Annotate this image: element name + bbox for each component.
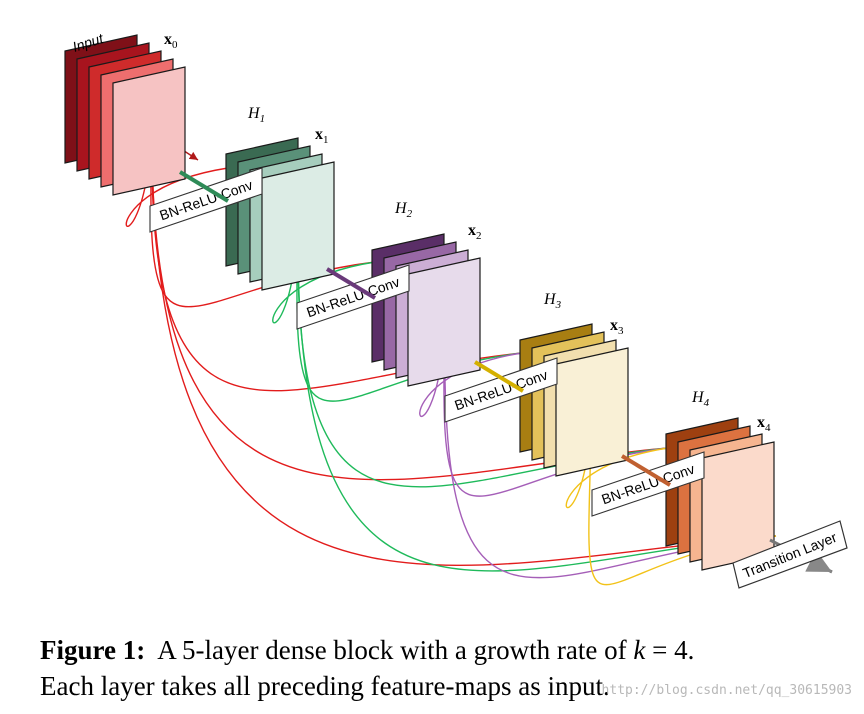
- feature-map-sheet: [112, 66, 186, 196]
- conv-output-arrow: [620, 454, 672, 487]
- caption-text: A 5-layer dense block with a growth rate…: [157, 635, 627, 665]
- conv-output-arrow: [178, 170, 230, 203]
- x2-label: x2: [468, 222, 482, 242]
- figure-number: Figure 1:: [40, 635, 146, 665]
- h3-label: H3: [543, 291, 562, 311]
- x0-label: x0: [164, 31, 178, 51]
- caption-line-1: Figure 1: A 5-layer dense block with a g…: [40, 635, 694, 665]
- feature-map-stack-1: [225, 137, 335, 291]
- caption-line-2: Each layer takes all preceding feature-m…: [40, 671, 610, 701]
- feature-map-stack-3: [519, 323, 629, 477]
- growth-rate-symbol: k: [633, 635, 646, 665]
- layer-labels: Input x0 H1 x1 H2 x2 H3 x3 H4 x4: [71, 30, 771, 434]
- dense-connection-curve: [297, 227, 777, 572]
- x4-label: x4: [757, 414, 771, 434]
- feature-map-stack-4: [665, 417, 775, 571]
- feature-map-sheet: [407, 257, 481, 387]
- feature-map-stack-2: [371, 233, 481, 387]
- h1-label: H1: [247, 105, 265, 125]
- conv-output-arrow: [325, 267, 377, 300]
- figure-caption: Figure 1: A 5-layer dense block with a g…: [40, 632, 840, 704]
- x1-label: x1: [315, 126, 329, 146]
- feature-map-stacks: [64, 34, 775, 571]
- h4-label: H4: [691, 389, 710, 409]
- conv-output-arrow: [473, 360, 525, 393]
- dense-block-diagram: BN-ReLU-ConvBN-ReLU-ConvBN-ReLU-ConvBN-R…: [64, 30, 848, 589]
- h2-label: H2: [394, 200, 413, 220]
- watermark-url: http://blog.csdn.net/qq_30615903: [601, 683, 852, 698]
- feature-map-sheet: [555, 347, 629, 477]
- x3-label: x3: [610, 317, 624, 337]
- growth-rate-value: = 4.: [652, 635, 695, 665]
- feature-map-stack-0: [64, 34, 186, 196]
- dense-connection-curve: [151, 129, 777, 566]
- feature-map-sheet: [261, 161, 335, 291]
